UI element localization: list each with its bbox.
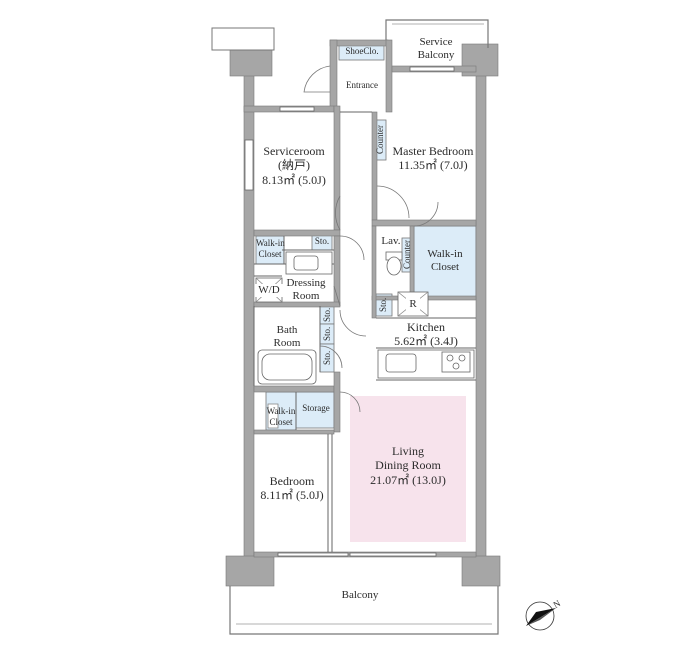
label-sto-3: Sto.	[322, 326, 332, 342]
door-kitchen	[339, 309, 367, 337]
label-balcony: Balcony	[341, 589, 379, 601]
wall-right	[475, 45, 487, 559]
wall-serviceroom-right	[333, 105, 341, 231]
wall-service-bal-left	[385, 39, 393, 113]
label-storage: Storage	[302, 403, 330, 413]
column-bottom-right	[461, 555, 501, 587]
door-storage	[339, 391, 361, 413]
label-sto-kitchen: Sto.	[378, 297, 388, 313]
label-entrance: Entrance	[346, 80, 378, 90]
label-walk-in-closet-left: Walk-in Closet	[256, 238, 285, 259]
label-living-dining: Living Dining Room 21.07㎡ (13.0J)	[370, 444, 446, 487]
wall-bath-bottom	[253, 385, 335, 393]
window-serviceroom	[279, 106, 315, 112]
toilet-bowl	[386, 256, 402, 276]
door-master	[376, 185, 410, 219]
label-refrigerator: R	[406, 298, 420, 312]
label-sto-1: Sto.	[314, 236, 330, 246]
wall-master-bottom	[371, 219, 477, 227]
label-dressing-room: Dressing Room	[286, 277, 326, 303]
window-master	[409, 66, 455, 72]
wall-entrance-left	[329, 39, 338, 111]
living-dining-fill	[350, 396, 466, 542]
window-bottom-bedroom	[277, 552, 349, 557]
door-wd	[333, 285, 341, 307]
label-serviceroom: Serviceroom (納戸) 8.13㎡ (5.0J)	[262, 144, 326, 187]
column-bottom-left	[225, 555, 275, 587]
north-arrow-icon	[525, 601, 556, 631]
label-bath-room: Bath Room	[273, 324, 301, 350]
label-walk-in-closet-master: Walk-in Closet	[427, 248, 463, 274]
service-balcony-outline	[385, 19, 489, 48]
label-lav: Lav.	[381, 235, 401, 247]
label-counter: Counter	[375, 125, 385, 155]
window-left-side	[244, 139, 254, 191]
door-serviceroom	[335, 195, 341, 231]
wall-storage-right	[333, 371, 341, 433]
label-wd: W/D	[255, 284, 283, 298]
wall-serviceroom-bottom	[253, 229, 341, 237]
label-walk-in-closet-bedroom: Walk-in Closet	[266, 406, 296, 427]
wall-dressing-bottom	[253, 301, 341, 308]
door-bath	[319, 345, 343, 369]
label-kitchen: Kitchen 5.62㎡ (3.4J)	[394, 320, 458, 349]
label-service-balcony: Service Balcony	[417, 36, 455, 62]
label-counter-small: Counter	[402, 240, 412, 270]
wall-kitchen-left	[371, 225, 377, 319]
wall-bedroom-top	[253, 429, 335, 435]
door-entrance	[303, 65, 331, 93]
door-dressing	[339, 235, 365, 261]
label-shoe-closet: ShoeClo.	[345, 46, 379, 56]
column-top-left	[229, 49, 273, 77]
label-master-bedroom: Master Bedroom 11.35㎡ (7.0J)	[392, 144, 474, 173]
label-sto-4: Sto.	[322, 350, 332, 366]
storage-fill	[295, 391, 335, 429]
door-lav	[413, 201, 439, 227]
window-bottom-living	[349, 552, 437, 557]
label-bedroom: Bedroom 8.11㎡ (5.0J)	[260, 474, 324, 503]
planter-box	[211, 27, 275, 51]
label-sto-2: Sto.	[322, 307, 332, 322]
balcony-outline	[229, 586, 499, 635]
kitchen-sink	[385, 353, 417, 373]
